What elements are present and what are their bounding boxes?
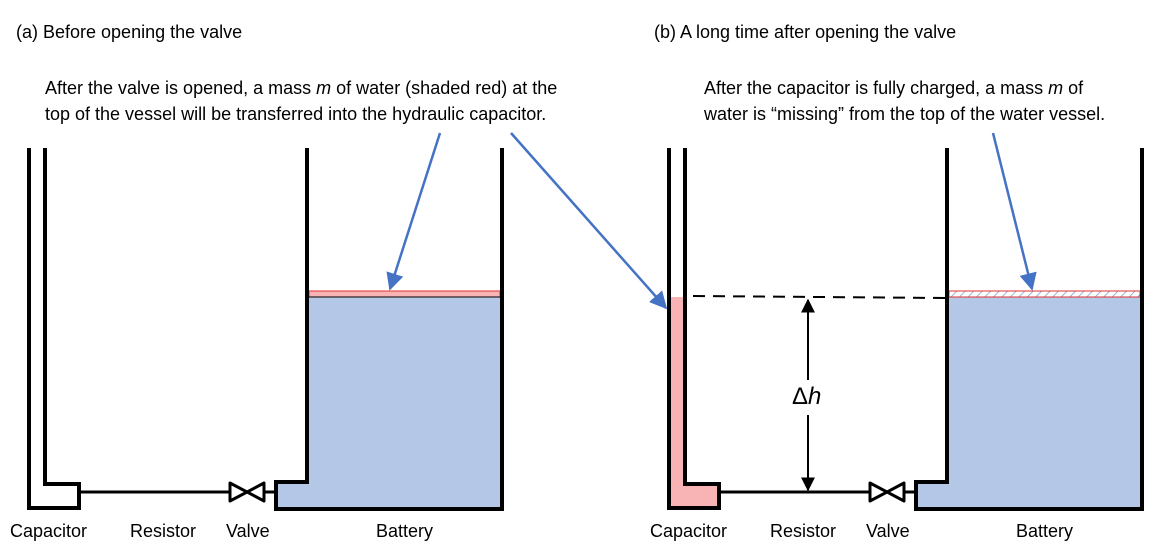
battery-water-b bbox=[949, 297, 1140, 507]
panel-a: (a) Before opening the valve After the v… bbox=[10, 22, 668, 541]
capacitor-tube bbox=[27, 148, 81, 510]
capacitor-label-a: Capacitor bbox=[10, 521, 87, 541]
panel-a-title: (a) Before opening the valve bbox=[16, 22, 242, 42]
resistor-label-a: Resistor bbox=[130, 521, 196, 541]
capacitor-tube-filled bbox=[667, 148, 721, 510]
pointer-arrow-to-capacitor bbox=[510, 132, 668, 310]
battery-water bbox=[309, 297, 500, 507]
capacitor-label-b: Capacitor bbox=[650, 521, 727, 541]
pointer-arrow-to-missing-layer bbox=[991, 132, 1037, 291]
valve-label-b: Valve bbox=[866, 521, 910, 541]
panel-a-note-line1: After the valve is opened, a mass m of w… bbox=[45, 78, 557, 98]
valve-label-a: Valve bbox=[226, 521, 270, 541]
level-dashed-line bbox=[692, 295, 946, 299]
panel-b-title: (b) A long time after opening the valve bbox=[654, 22, 956, 42]
panel-b-note-line1: After the capacitor is fully charged, a … bbox=[704, 78, 1084, 98]
battery-label-b: Battery bbox=[1016, 521, 1073, 541]
delta-h-label: Δh bbox=[792, 383, 821, 410]
battery-vessel-b bbox=[914, 148, 1144, 511]
battery-label-a: Battery bbox=[376, 521, 433, 541]
resistor-label-b: Resistor bbox=[770, 521, 836, 541]
missing-water-layer bbox=[948, 290, 1141, 298]
pointer-arrow-to-red-layer bbox=[386, 132, 442, 291]
panel-b-note-line2: water is “missing” from the top of the w… bbox=[703, 104, 1105, 124]
battery-vessel bbox=[274, 148, 504, 511]
battery-outlet-water-b bbox=[916, 484, 949, 507]
valve-icon-b[interactable] bbox=[868, 481, 906, 503]
panel-b: (b) A long time after opening the valve … bbox=[650, 22, 1144, 541]
panel-a-note-line2: top of the vessel will be transferred in… bbox=[45, 104, 546, 124]
transferred-water-layer bbox=[308, 290, 501, 298]
valve-icon[interactable] bbox=[228, 481, 266, 503]
battery-outlet-water bbox=[276, 484, 309, 507]
